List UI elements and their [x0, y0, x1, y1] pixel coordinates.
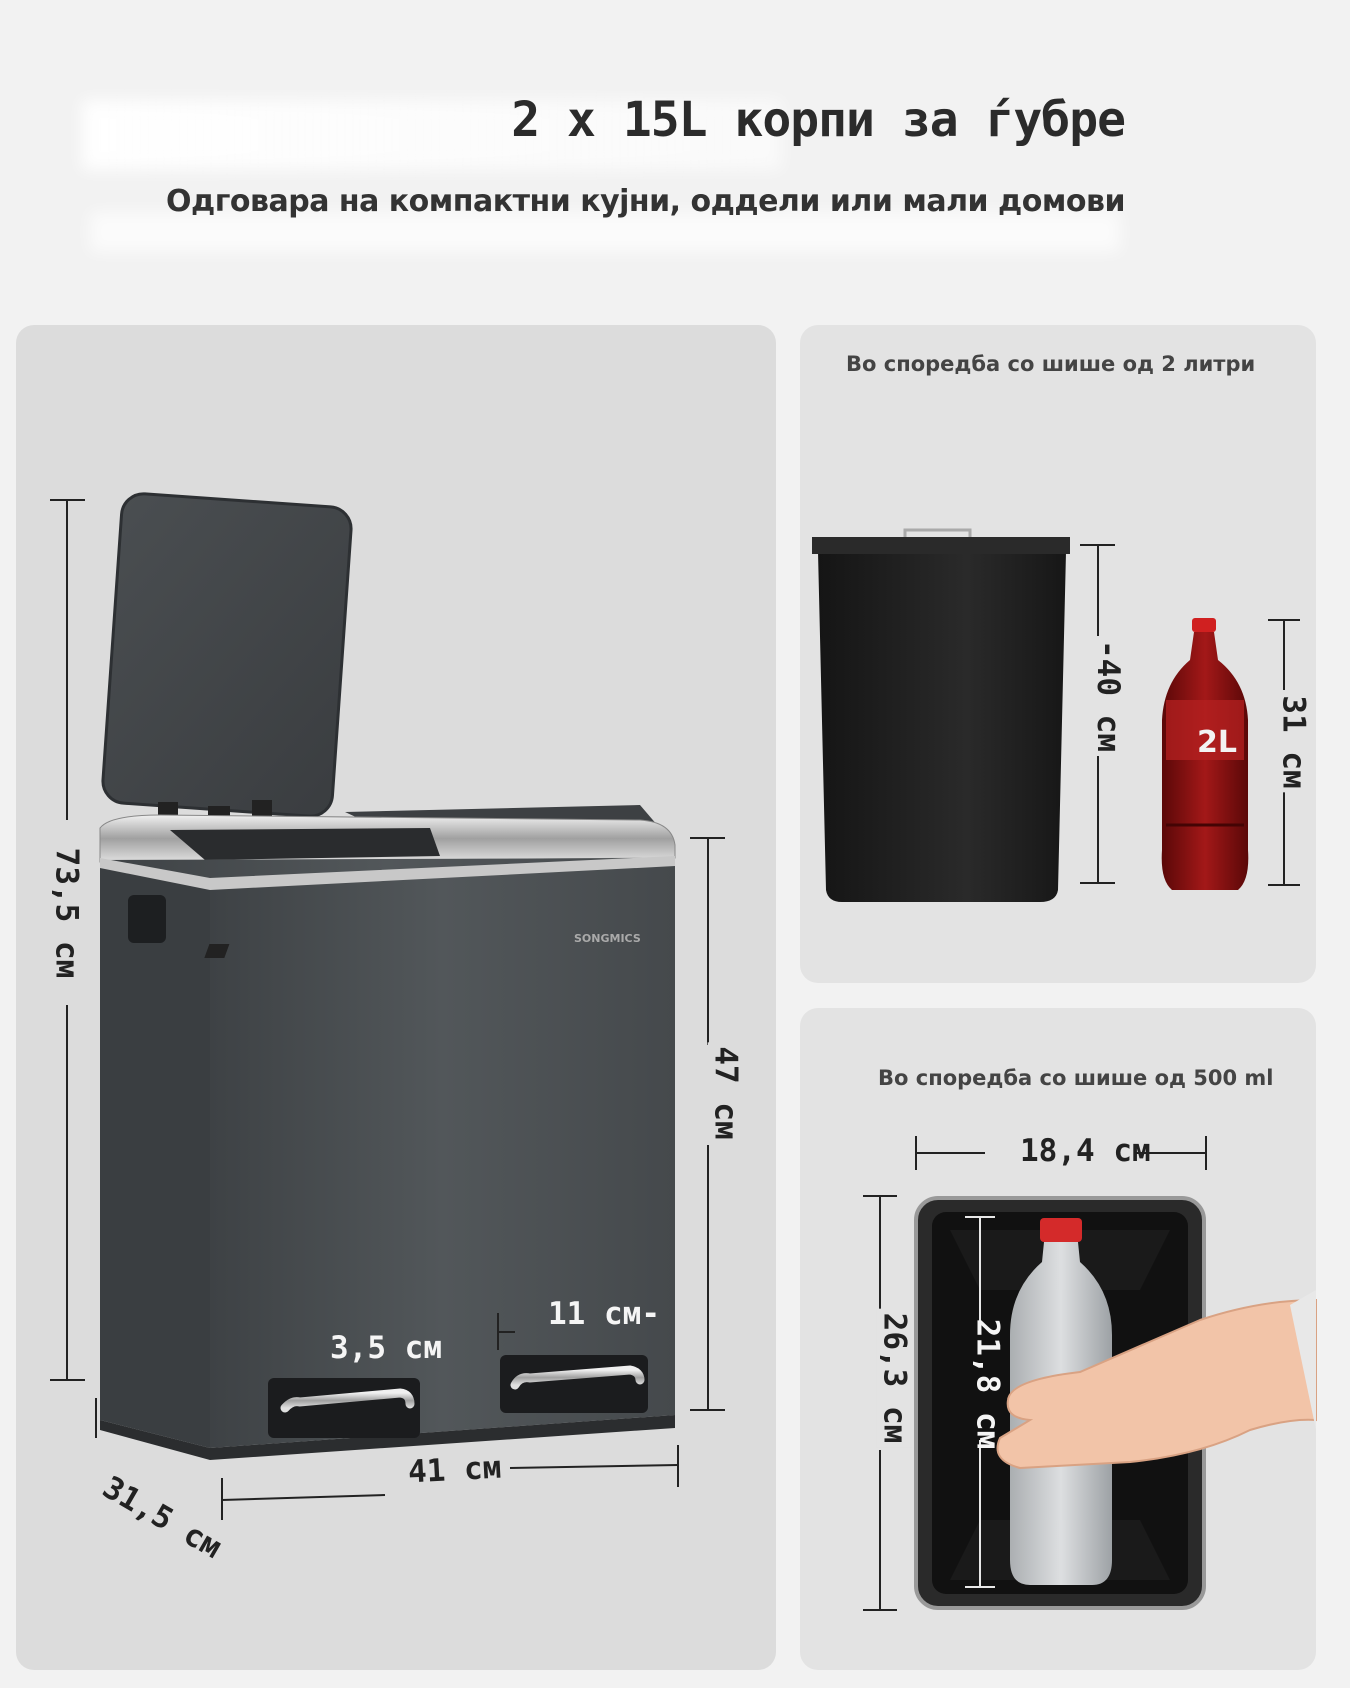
- brand-logo-text: SONGMICS: [574, 932, 641, 945]
- blurred-subtitle-shadow: [90, 212, 1120, 252]
- dim-bucket-height: -40 см: [1089, 636, 1126, 756]
- top-view-dimension-lines: [863, 1136, 1207, 1611]
- bottle-dimension-lines: [965, 1216, 995, 1588]
- header: 2 x 15L корпи за ѓубре Одговара на компа…: [0, 92, 1350, 219]
- inner-bucket-2l: [812, 528, 1070, 902]
- dim-bottle-length-500ml: 21,8 см: [969, 1318, 1006, 1450]
- dim-top-width: 18,4 см: [1020, 1133, 1151, 1169]
- dim-bottle-height-2l: 31 см: [1275, 691, 1312, 793]
- dim-body-height: 47 см: [707, 1042, 744, 1144]
- dim-width: 41 см: [403, 1449, 507, 1491]
- page-subtitle: Одговара на компактни кујни, оддели или …: [165, 184, 1126, 219]
- bottle-label-2l: 2L: [1197, 725, 1237, 760]
- blurred-header-shadow: [82, 100, 782, 170]
- dim-total-height: 73,5 см: [48, 843, 85, 983]
- main-dimension-lines: [50, 499, 725, 1520]
- dim-top-length: 26,3 см: [876, 1308, 913, 1448]
- dim-pedal-width: 11 см-: [548, 1296, 660, 1332]
- hand-holding-bottle: [996, 1290, 1317, 1470]
- page-title: 2 x 15L корпи за ѓубре: [511, 92, 1126, 148]
- comparison-2l-caption: Во споредба со шише од 2 литри: [846, 352, 1256, 376]
- dual-trash-bin: [99, 492, 676, 1460]
- bucket-dimension-lines: [1080, 544, 1300, 886]
- cola-bottle-2l: [1161, 618, 1249, 890]
- comparison-500ml-caption: Во споредба со шише од 500 ml: [878, 1066, 1274, 1090]
- dim-pedal-gap: 3,5 см: [330, 1330, 442, 1366]
